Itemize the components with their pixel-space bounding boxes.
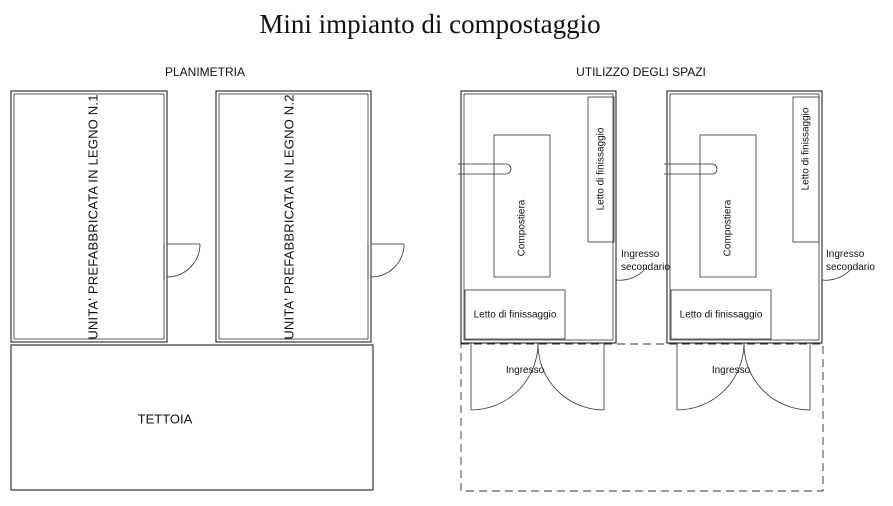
- finishing-bed-horizontal-1-label: Letto di finissaggio: [474, 310, 557, 321]
- finishing-bed-vertical-1: [587, 96, 615, 243]
- unit-2-label: UNITA' PREFABBRICATA IN LEGNO N.2: [281, 94, 296, 339]
- finishing-bed-vertical-1-label: Letto di finissaggio: [596, 127, 607, 210]
- canopy-label: TETTOIA: [138, 411, 193, 426]
- finishing-bed-horizontal-2-label: Letto di finissaggio: [680, 310, 763, 321]
- planimetria-plan: UNITA' PREFABBRICATA IN LEGNO N.1 UNITA'…: [10, 90, 405, 491]
- composter-1-label: Compostiera: [517, 199, 528, 256]
- unit-1-outline: [10, 90, 168, 343]
- entrance-1-label: Ingresso: [506, 365, 545, 376]
- composter-1: [493, 134, 551, 278]
- secondary-entrance-2-line1: Ingresso: [826, 249, 865, 260]
- secondary-entrance-1-line1: Ingresso: [621, 249, 660, 260]
- secondary-entrance-1-line2: secondario: [621, 262, 670, 273]
- secondary-entrance-2-line2: secondario: [826, 262, 875, 273]
- canopy-dashed-outline: [460, 343, 824, 492]
- main-door-2: [676, 342, 811, 411]
- planimetria-heading: PLANIMETRIA: [165, 65, 245, 79]
- vent-pipe-1: [458, 163, 512, 175]
- usage-unit-2: Letto di finissaggio Compostiera Letto d…: [664, 90, 875, 411]
- entrance-2-label: Ingresso: [712, 365, 751, 376]
- finishing-bed-vertical-2-label: Letto di finissaggio: [801, 107, 812, 190]
- composter-2: [699, 134, 757, 278]
- finishing-bed-horizontal-2: [670, 289, 772, 340]
- finishing-bed-vertical-2: [792, 96, 820, 243]
- finishing-bed-horizontal-1: [464, 289, 566, 340]
- unit-2-outline: [215, 90, 372, 343]
- main-door-1: [470, 342, 605, 411]
- vent-pipe-2: [664, 163, 718, 175]
- secondary-door-1: [615, 244, 647, 281]
- unit-2-side-door: [367, 243, 405, 280]
- composter-2-label: Compostiera: [723, 199, 734, 256]
- secondary-door-2: [821, 244, 853, 281]
- diagram-title: Mini impianto di compostaggio: [259, 9, 600, 39]
- unit-1-side-door: [163, 243, 201, 280]
- unit-1-label: UNITA' PREFABBRICATA IN LEGNO N.1: [85, 94, 100, 339]
- canopy-outline: [10, 344, 374, 491]
- usage-unit-1: Letto di finissaggio Compostiera Letto d…: [458, 90, 670, 411]
- utilizzo-heading: UTILIZZO DEGLI SPAZI: [576, 65, 706, 79]
